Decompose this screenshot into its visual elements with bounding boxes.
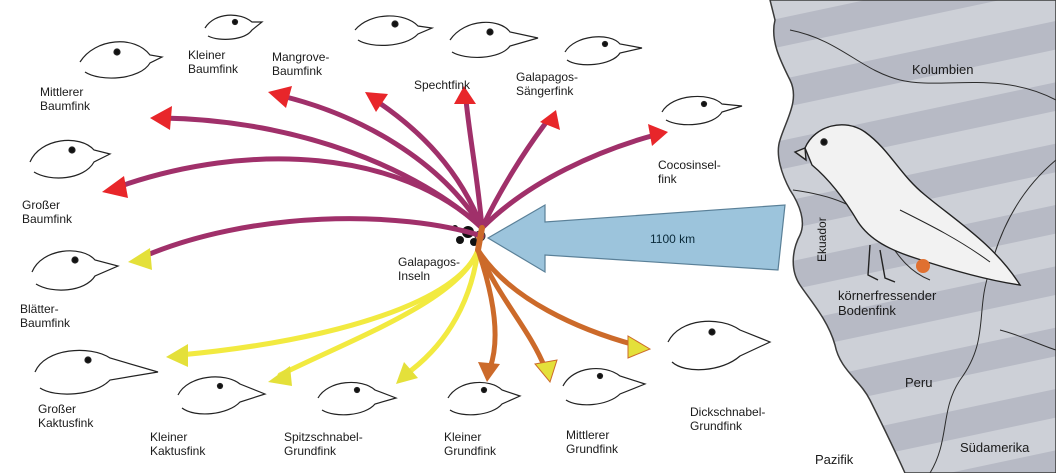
head-spitzschnabel-grundfink	[318, 382, 396, 414]
migration-arrow	[488, 205, 785, 272]
head-kleiner-kaktusfink	[178, 377, 265, 414]
arrowhead-mittlerer-grundfink	[535, 360, 557, 382]
head-grosser-baumfink	[30, 140, 110, 178]
head-mittlerer-baumfink	[80, 42, 162, 78]
arrowhead-cocosinselfink	[648, 124, 668, 146]
map-label-peru: Peru	[905, 375, 932, 390]
map-label-pazifik: Pazifik	[815, 452, 853, 467]
head-cocosinselfink	[662, 96, 742, 124]
arrowhead-grosser-baumfink	[102, 176, 128, 198]
branch-mittlerer-grundfink	[478, 250, 545, 368]
arrowhead-dickschnabel-grundfink	[628, 336, 650, 358]
arrowhead-kleiner-grundfink	[478, 362, 500, 382]
head-kleiner-grundfink	[448, 382, 520, 414]
arrowhead-kleiner-kaktusfink	[268, 366, 292, 386]
head-dickschnabel-grundfink	[668, 321, 770, 369]
label-dickschnabel-grundfink: Dickschnabel-Grundfink	[690, 405, 765, 433]
head-galapagos-saengerfink	[565, 37, 642, 65]
label-blaetter-baumfink: Blätter-Baumfink	[20, 302, 70, 330]
head-blaetter-baumfink	[32, 251, 118, 290]
label-spechtfink: Spechtfink	[414, 78, 470, 92]
arrowhead-blaetter-baumfink	[128, 248, 152, 270]
arrowhead-grosser-kaktusfink	[166, 344, 188, 367]
head-grosser-kaktusfink	[35, 350, 158, 394]
head-spechtfink	[450, 22, 538, 57]
map-label-kolumbien: Kolumbien	[912, 62, 973, 77]
map-label-ekuador: Ekuador	[815, 217, 829, 262]
arrowhead-kleiner-baumfink	[268, 86, 292, 108]
trunk	[478, 228, 482, 250]
head-kleiner-baumfink	[205, 15, 262, 39]
branch-blaetter-baumfink	[140, 219, 482, 258]
label-mangrove-baumfink: Mangrove-Baumfink	[272, 50, 329, 78]
label-galapagos-saengerfink: Galapagos-Sängerfink	[516, 70, 578, 98]
label-galapagos-inseln: Galapagos-Inseln	[398, 255, 460, 283]
head-mangrove-baumfink	[355, 16, 432, 45]
label-spitzschnabel-grundfink: Spitzschnabel-Grundfink	[284, 430, 363, 458]
label-cocosinselfink: Cocosinsel-fink	[658, 158, 721, 186]
distance-label: 1100 km	[650, 232, 695, 246]
origin-dot	[916, 259, 930, 273]
map-label-suedamerika: Südamerika	[960, 440, 1029, 455]
arrowhead-mittlerer-baumfink	[150, 106, 172, 130]
head-mittlerer-grundfink	[563, 369, 645, 405]
